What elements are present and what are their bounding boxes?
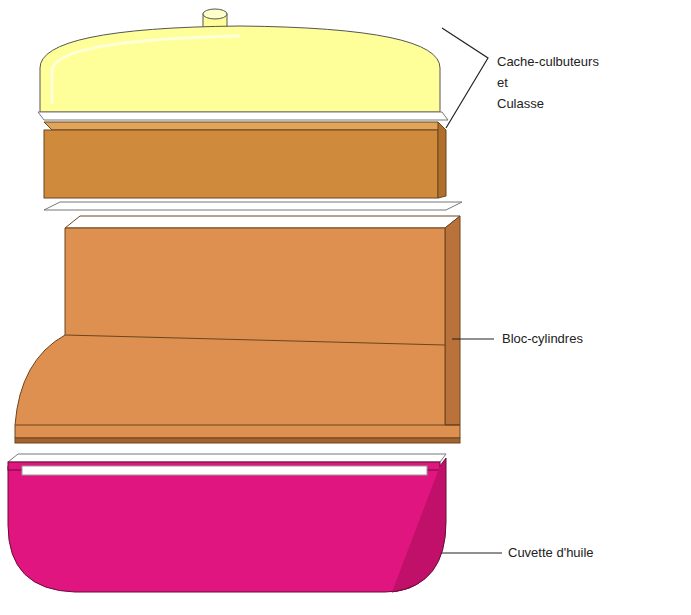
part-label: Bloc-cylindres [502,328,583,349]
rocker-cover [40,9,440,112]
head-gasket [44,202,462,210]
part-label: Cuvette d'huile [508,542,594,563]
cover-gasket [38,112,448,120]
leader-line [441,552,502,553]
part-label-group: Cache-culbuteurs et Culasse [497,51,637,114]
bracket [442,28,488,128]
cylinder-head [44,122,446,198]
oil-pan [8,454,446,592]
leader-line [452,338,494,339]
leader-lines [441,28,502,553]
cylinder-block [15,216,460,443]
